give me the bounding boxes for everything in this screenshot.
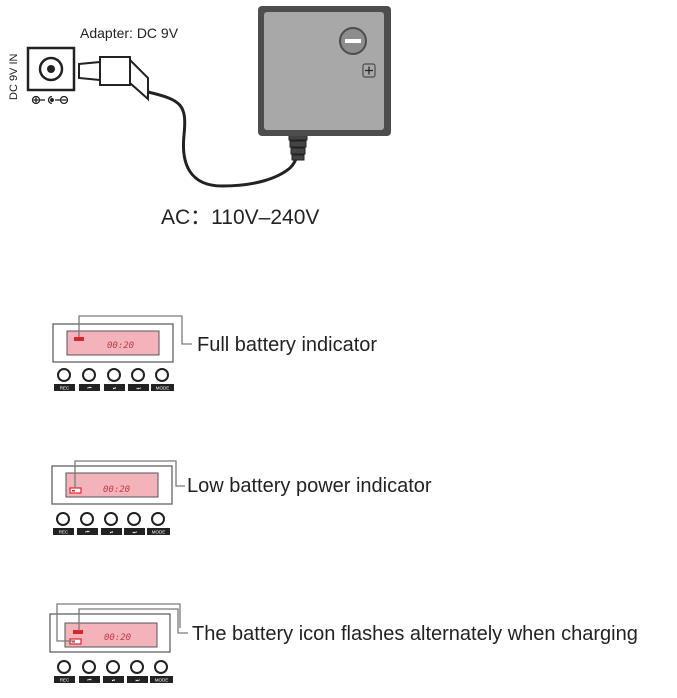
- button-row: REC ⏮ ⏯ ⏭ MODE: [54, 368, 174, 391]
- power-adapter: [258, 6, 391, 136]
- next-icon: ⏭: [135, 678, 139, 683]
- next-icon: ⏭: [136, 386, 140, 391]
- battery-icon-low: [69, 487, 82, 494]
- play-pause-button[interactable]: [104, 512, 118, 526]
- dc-plug: [78, 56, 149, 102]
- dc-jack: [26, 46, 76, 92]
- prev-icon: ⏮: [85, 530, 89, 535]
- lcd-time: 00:20: [107, 341, 134, 351]
- lcd-time: 00:20: [104, 633, 131, 643]
- rec-button[interactable]: [56, 512, 70, 526]
- battery-icon-full: [73, 630, 83, 634]
- rec-button-label: REC: [59, 530, 69, 535]
- mode-button[interactable]: [151, 512, 165, 526]
- mode-button-label: MODE: [156, 386, 170, 391]
- lcd-time: 00:20: [103, 485, 130, 495]
- mode-button-label: MODE: [152, 530, 166, 535]
- mode-button[interactable]: [155, 368, 169, 382]
- prev-button[interactable]: [80, 512, 94, 526]
- leader-line: [56, 603, 181, 642]
- next-icon: ⏭: [132, 530, 136, 535]
- cable-strain-relief: [288, 133, 308, 161]
- prev-icon: ⏮: [87, 678, 91, 683]
- play-pause-icon: ⏯: [113, 386, 117, 391]
- adapter-label: Adapter: DC 9V: [80, 25, 179, 41]
- mode-button-label: MODE: [155, 678, 169, 683]
- button-row: REC ⏮ ⏯ ⏭ MODE: [53, 512, 170, 535]
- mode-button[interactable]: [154, 660, 168, 674]
- adapter-cable: [147, 90, 300, 188]
- next-button[interactable]: [127, 512, 141, 526]
- play-pause-button[interactable]: [106, 660, 120, 674]
- button-row: REC ⏮ ⏯ ⏭ MODE: [54, 660, 173, 683]
- indicator-row-full: 00:20 Full battery indicator REC ⏮ ⏯ ⏭ M…: [52, 315, 377, 391]
- play-pause-icon: ⏯: [112, 678, 116, 683]
- next-button[interactable]: [131, 368, 145, 382]
- leader-line: [74, 460, 185, 488]
- dc-jack-label: DC 9V IN: [8, 53, 20, 100]
- leader-line: [78, 608, 188, 634]
- leader-line: [78, 315, 192, 345]
- indicator-label: Low battery power indicator: [187, 475, 432, 497]
- play-pause-icon: ⏯: [110, 530, 114, 535]
- indicator-row-low: 00:20 Low battery power indicator REC ⏮ …: [51, 460, 432, 535]
- prev-button[interactable]: [82, 660, 96, 674]
- indicator-row-charging: 00:20 The battery icon flashes alternate…: [49, 603, 638, 683]
- rec-button[interactable]: [57, 660, 71, 674]
- ac-input-label: AC：110V–240V: [161, 206, 319, 229]
- indicator-label: Full battery indicator: [197, 334, 377, 356]
- rec-button-label: REC: [60, 386, 70, 391]
- prev-icon: ⏮: [87, 386, 91, 391]
- polarity-symbol: [31, 95, 69, 105]
- battery-icon-full: [74, 337, 84, 341]
- indicator-label: The battery icon flashes alternately whe…: [192, 623, 638, 645]
- next-button[interactable]: [130, 660, 144, 674]
- prev-button[interactable]: [82, 368, 96, 382]
- rec-button[interactable]: [57, 368, 71, 382]
- rec-button-label: REC: [60, 678, 70, 683]
- play-pause-button[interactable]: [107, 368, 121, 382]
